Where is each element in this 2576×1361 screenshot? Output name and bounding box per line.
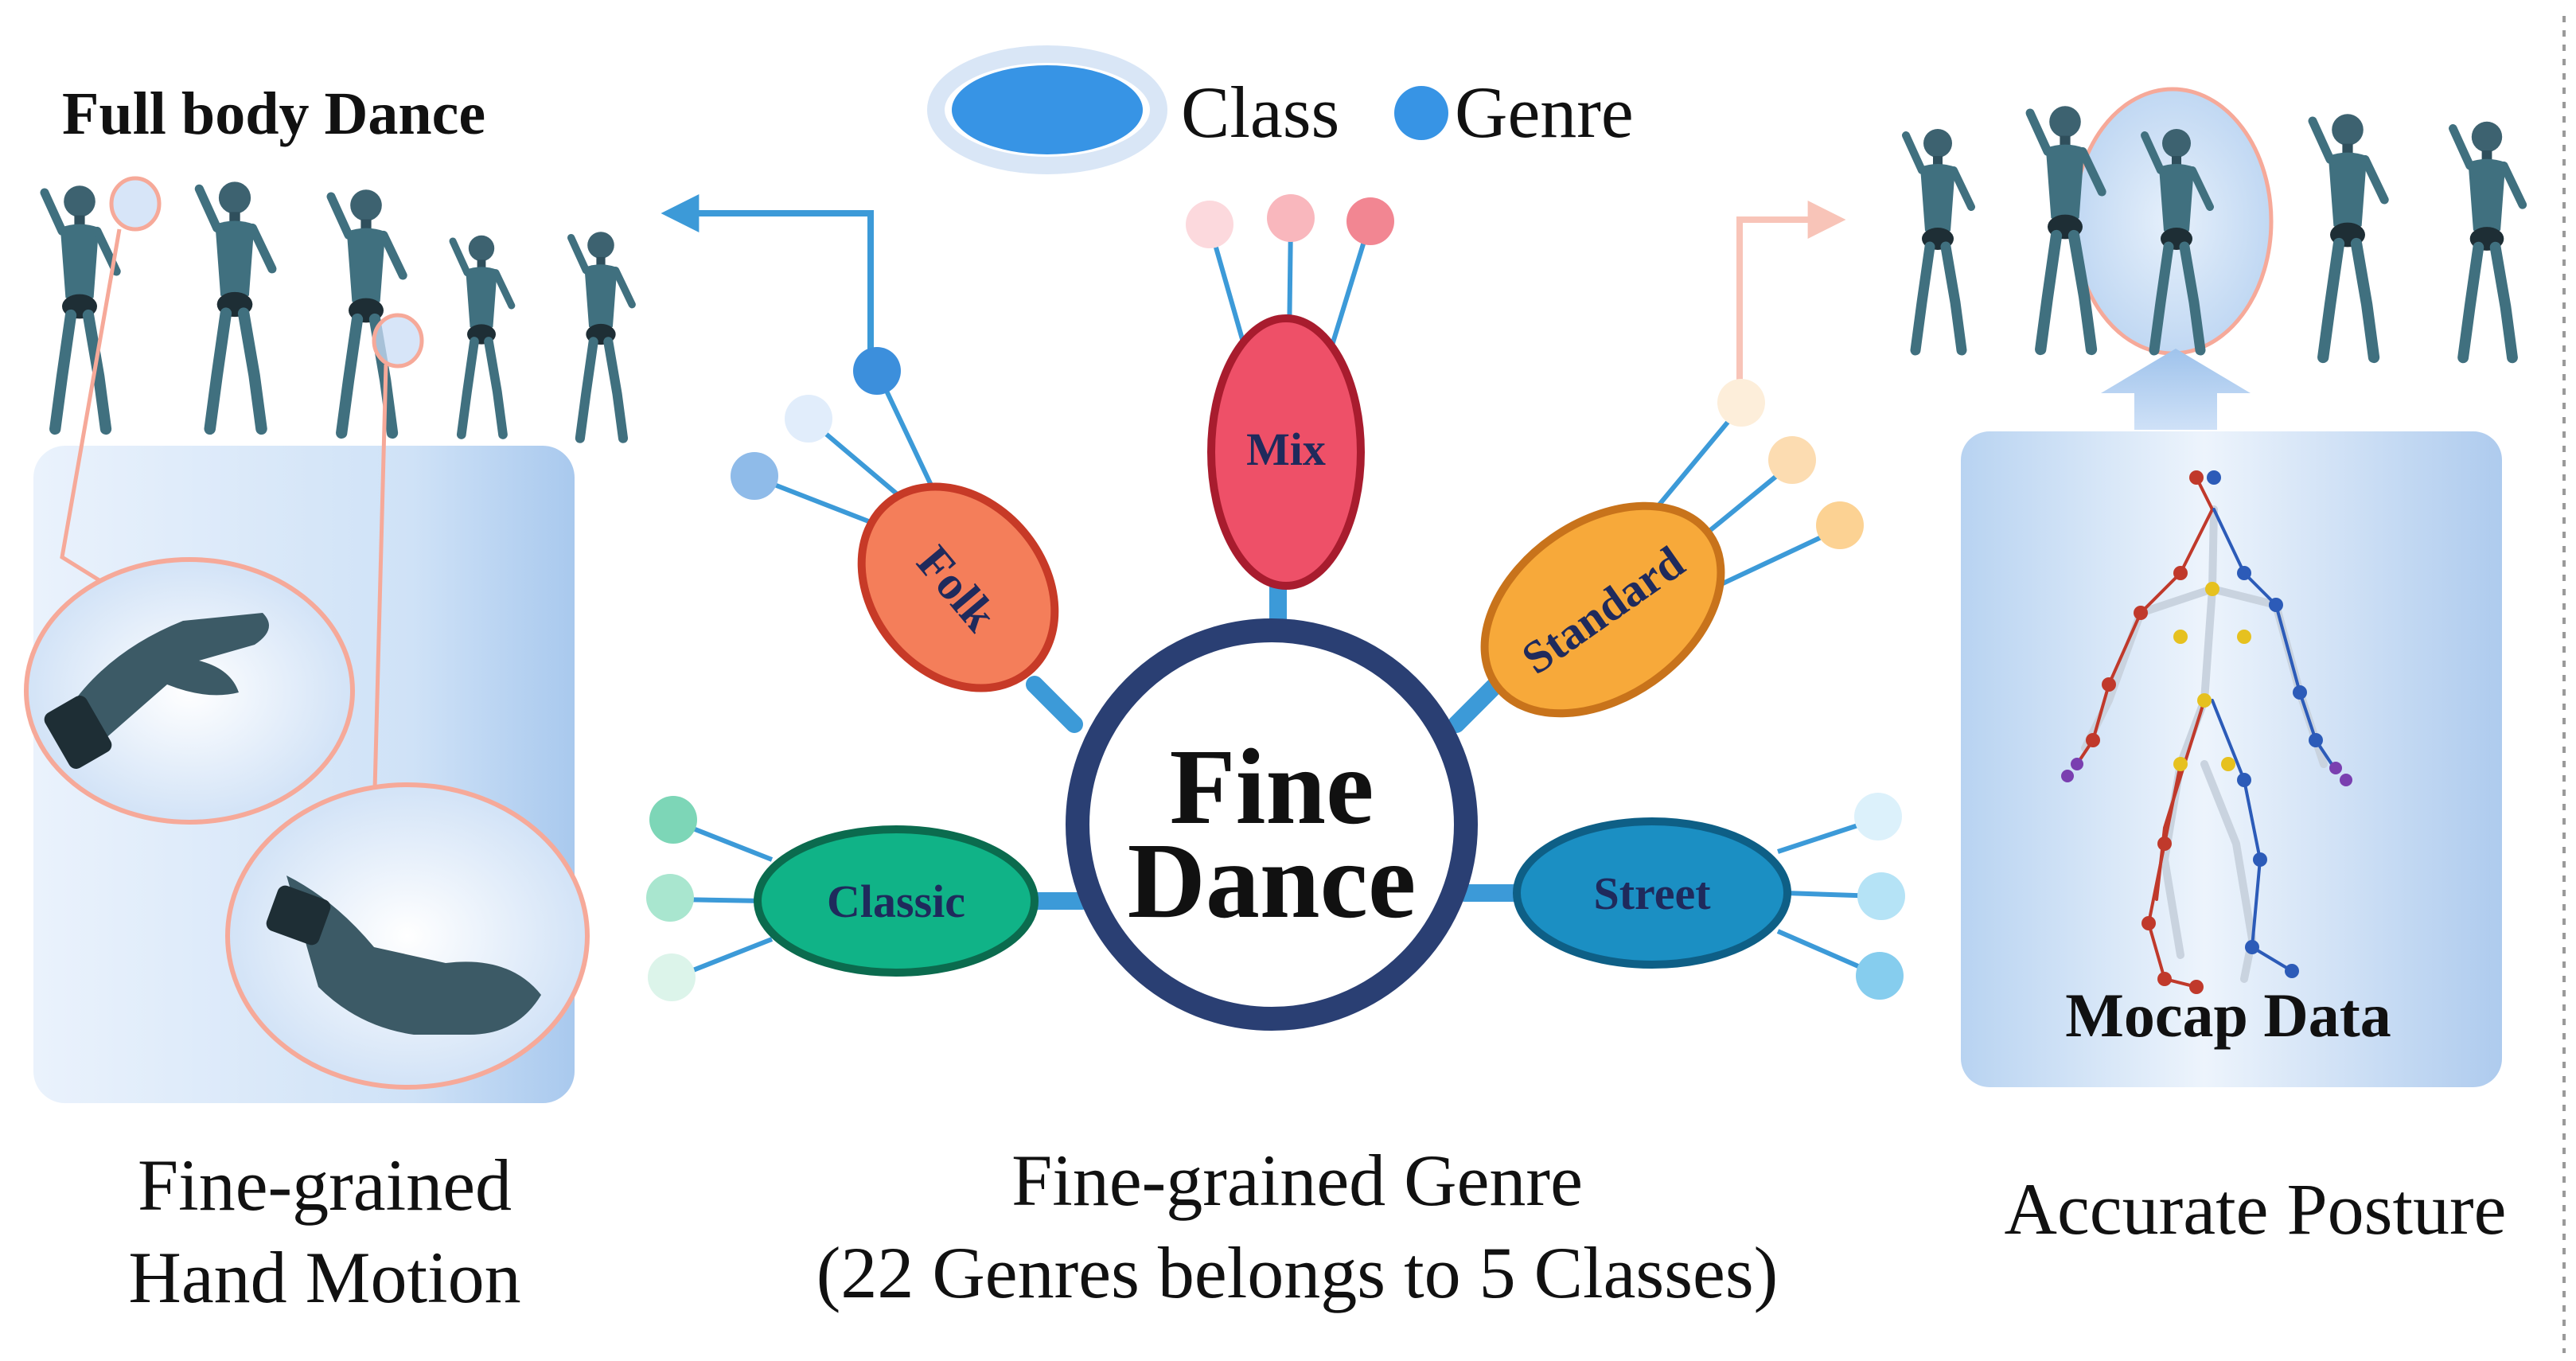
genre-dot-folk — [853, 347, 901, 395]
up-arrow-icon — [2101, 349, 2251, 430]
legend-genre-swatch — [1394, 86, 1448, 140]
class-standard-ellipse — [1480, 501, 1725, 718]
hub-title-line1: Fine — [1170, 727, 1374, 847]
genre-dot-street — [1857, 872, 1905, 920]
class-standard: Standard — [1480, 501, 1725, 718]
class-folk: Folk — [857, 482, 1059, 692]
class-classic: Classic — [754, 825, 1039, 977]
genre-dot-mix — [1267, 194, 1315, 242]
legend-class-swatch-fill — [952, 65, 1143, 154]
dancer-figure — [199, 181, 272, 428]
class-folk-ellipse — [857, 482, 1059, 692]
center-caption-line2: (22 Genres belongs to 5 Classes) — [816, 1232, 1779, 1313]
left-caption-line1: Fine-grained — [138, 1145, 512, 1226]
genre-dot-street — [1854, 793, 1902, 840]
class-street-ellipse — [1513, 817, 1791, 969]
genre-dot-mix — [1346, 197, 1394, 245]
class-mix: Mix — [1207, 314, 1365, 590]
hand-zoom-1 — [24, 557, 355, 825]
hub-ring — [1066, 618, 1478, 1031]
mocap-data-label: Mocap Data — [2065, 981, 2391, 1050]
mocap-skeleton-icon — [2061, 470, 2352, 994]
class-street: Street — [1513, 817, 1791, 969]
hand-zoom-icon — [64, 613, 269, 740]
class-classic-ellipse — [754, 825, 1039, 977]
genre-dot-mix — [1186, 201, 1233, 248]
dancer-figure — [2453, 122, 2522, 358]
dancer-figure — [2313, 114, 2384, 357]
dancer-figure — [1906, 129, 1971, 350]
wrist-icon — [44, 696, 112, 769]
hand-highlight — [109, 176, 162, 232]
dancer-figure — [331, 189, 403, 433]
hand-highlight — [372, 313, 424, 369]
hand-zoom-2 — [225, 782, 590, 1090]
genre-dot-standard — [1717, 379, 1765, 427]
class-classic-label: Classic — [827, 875, 965, 927]
hub-connectors — [1019, 572, 1527, 910]
legend-class-label: Class — [1181, 72, 1339, 153]
wrist-icon — [266, 885, 331, 946]
dancer-figure — [571, 232, 633, 438]
finedance-hub: Fine Dance — [1066, 618, 1478, 1031]
genre-dot-standard — [1768, 436, 1816, 484]
right-panel: Mocap Data Accurate Posture — [1906, 87, 2523, 1250]
hand-zoom-icon — [286, 875, 541, 1035]
full-body-dance-heading: Full body Dance — [62, 80, 485, 147]
class-street-label: Street — [1593, 868, 1711, 919]
genre-dot-standard — [1816, 501, 1864, 549]
class-mix-ellipse — [1207, 314, 1365, 590]
dancer-figure — [453, 236, 512, 435]
right-caption: Accurate Posture — [2005, 1168, 2507, 1250]
left-caption-line2: Hand Motion — [128, 1237, 520, 1318]
genre-dot-folk — [785, 395, 832, 443]
genre-dot-street — [1856, 952, 1904, 1000]
genre-dot-classic — [649, 796, 697, 844]
genre-dot-folk — [731, 452, 778, 500]
zoom-circle — [225, 782, 590, 1090]
hub-title-line2: Dance — [1128, 821, 1417, 941]
legend: Class Genre — [927, 45, 1634, 174]
left-panel: Full body Dance Fine-grained H — [24, 80, 633, 1318]
standard-to-right-arrow — [1736, 201, 1846, 398]
genre-dot-classic — [646, 874, 694, 922]
center-caption-line1: Fine-grained Genre — [1011, 1140, 1583, 1221]
genre-diagram: Folk Mix Standard Classic Street Fine Da… — [646, 194, 1905, 1313]
legend-genre-label: Genre — [1455, 72, 1634, 153]
genre-dot-classic — [648, 953, 696, 1001]
folk-to-left-arrow — [661, 194, 874, 350]
genre-dots — [646, 194, 1905, 1001]
class-mix-label: Mix — [1246, 423, 1326, 475]
